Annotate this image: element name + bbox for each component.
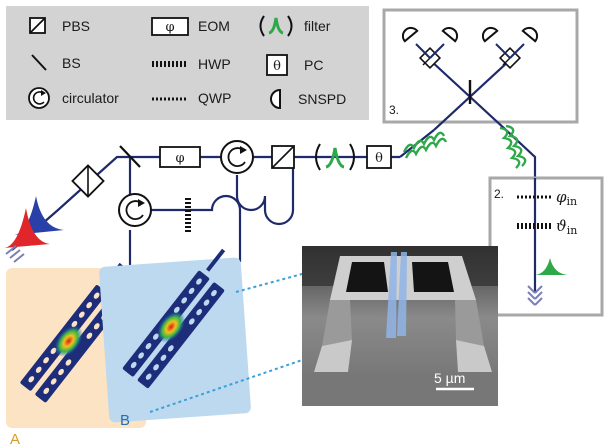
panel-2-frame	[488, 176, 604, 317]
beamsplitter-icon	[119, 145, 141, 168]
device-b-label: B	[120, 412, 130, 429]
beamline-pc-icon: θ	[366, 145, 392, 169]
output-pbs-icon	[271, 145, 295, 169]
eom-icon: φ	[159, 146, 201, 168]
legend-pbs-label: PBS	[62, 18, 90, 34]
device-a-label: A	[10, 431, 20, 447]
panel-3-fiber-right	[433, 59, 511, 131]
legend-bs-icon	[31, 54, 47, 71]
legend-filter-label: filter	[304, 18, 331, 34]
fiber-coil-right	[499, 124, 527, 169]
panel-2-label: 2.	[494, 187, 504, 201]
input-arrow-icon	[5, 245, 25, 263]
device-panel-b: B	[99, 248, 251, 429]
legend-filter-icon	[259, 15, 293, 37]
legend-eom-label: EOM	[198, 18, 230, 34]
panel-3-label: 3.	[389, 103, 399, 117]
panel-2-arrow-icon	[527, 285, 543, 306]
lower-loop-fiber	[150, 194, 242, 212]
legend-pc-symbol: θ	[273, 59, 281, 74]
sem-waveguide-right	[397, 252, 407, 336]
legend: PBS BS circulator φ EOM HWP QWP filter	[6, 6, 369, 120]
device-b-waveguide	[122, 248, 226, 389]
beamline-pc-symbol: θ	[375, 151, 383, 166]
sem-scalebar-label: 5 µm	[434, 370, 465, 386]
sem-waveguide-left	[386, 252, 397, 338]
sem-window-right	[412, 262, 454, 292]
fiber-coil-left	[402, 131, 448, 159]
panel-3-fiber-left	[429, 59, 507, 131]
legend-pbs-icon	[29, 17, 46, 34]
panel-2-phi: φin	[556, 188, 577, 208]
legend-circulator-label: circulator	[62, 90, 119, 106]
beamline-filter-icon	[315, 143, 355, 171]
sem-window-left	[346, 262, 388, 292]
sem-image: 5 µm	[302, 246, 498, 406]
legend-eom-symbol: φ	[165, 20, 174, 35]
legend-snspd-label: SNSPD	[298, 91, 346, 107]
upper-loop-fiber	[235, 175, 295, 226]
panel-3-detector-right	[481, 26, 539, 70]
main-input-fiber	[11, 155, 400, 251]
panel-3: 3.	[382, 8, 579, 131]
panel-2-green-pulse	[535, 258, 568, 275]
legend-qwp-label: QWP	[198, 90, 231, 106]
legend-circulator-icon	[28, 87, 50, 109]
callout-line-top	[235, 261, 347, 293]
legend-pc-icon: θ	[266, 54, 288, 76]
legend-pc-label: PC	[304, 57, 323, 73]
eom-symbol: φ	[175, 151, 184, 166]
panel-3-detector-left	[401, 26, 459, 70]
input-pulse-red	[4, 208, 50, 248]
legend-hwp-label: HWP	[198, 56, 231, 72]
panel-2: 2. φin ϑin	[488, 176, 604, 317]
upper-circulator-icon	[220, 140, 254, 174]
legend-eom-icon: φ	[151, 17, 189, 36]
legend-bs-label: BS	[62, 55, 81, 71]
panel-2-theta: ϑin	[556, 217, 577, 237]
legend-snspd-icon	[270, 88, 281, 110]
input-pbs-icon	[71, 164, 105, 198]
lower-circulator-icon	[118, 193, 152, 227]
